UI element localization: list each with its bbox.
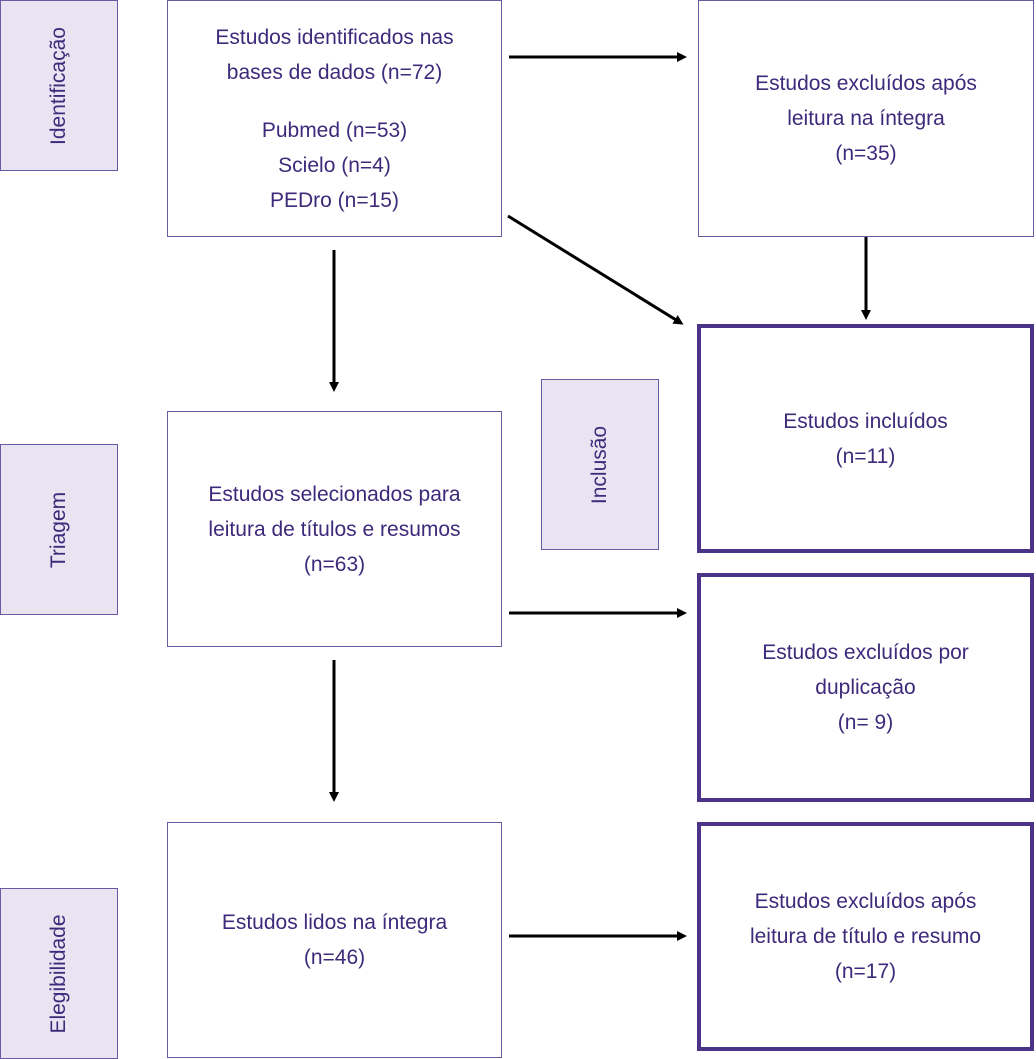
box-excluded-title-abstract-text: Estudos excluídos após leitura de título… [750,884,981,989]
stage-inclusao: Inclusão [541,379,659,550]
box-excluded-duplicates-line-1: Estudos excluídos por [762,641,969,664]
box-excluded-title-abstract-line-2: leitura de título e resumo [749,925,982,948]
box-included-line-1: Estudos incluídos [783,409,948,433]
box-included-line-2: (n=11) [835,444,896,468]
box-included-text: Estudos incluídos (n=11) [783,404,948,474]
source-scielo: Scielo (n=4) [278,153,391,177]
box-screened-text: Estudos selecionados para leitura de tít… [208,477,460,582]
box-excluded-title-abstract: Estudos excluídos após leitura de título… [697,822,1034,1051]
stage-identificacao: Identificação [0,0,118,171]
box-eligible-text: Estudos lidos na íntegra (n=46) [222,905,447,975]
box-excluded-title-abstract-line-3: (n=17) [834,960,897,983]
stage-triagem: Triagem [0,444,118,615]
box-screened-line-3: (n=63) [303,552,366,576]
box-excluded-duplicates: Estudos excluídos por duplicação (n= 9) [697,573,1034,802]
box-eligible-line-1: Estudos lidos na íntegra [221,911,448,934]
box-excluded-fulltext-line-3: (n=35) [835,142,897,165]
box-identified: Estudos identificados nas bases de dados… [167,0,502,237]
box-identified-line-1: Estudos identificados nas [215,25,454,49]
box-excluded-duplicates-line-2: duplicação [815,676,916,699]
source-pubmed: Pubmed (n=53) [261,118,408,142]
arrow-identified-to-included [507,214,684,325]
box-eligible-line-2: (n=46) [303,946,366,969]
box-excluded-fulltext: Estudos excluídos após leitura na íntegr… [698,0,1034,237]
box-excluded-fulltext-line-2: leitura na íntegra [787,107,945,130]
box-included: Estudos incluídos (n=11) [697,324,1034,553]
box-identified-line-2: bases de dados (n=72) [226,60,443,84]
source-pedro: PEDro (n=15) [270,188,399,212]
box-screened: Estudos selecionados para leitura de tít… [167,411,502,647]
box-excluded-title-abstract-line-1: Estudos excluídos após [754,890,977,913]
box-eligible: Estudos lidos na íntegra (n=46) [167,822,502,1058]
box-excluded-duplicates-line-3: (n= 9) [837,711,894,734]
box-screened-line-2: leitura de títulos e resumos [208,517,461,541]
box-screened-line-1: Estudos selecionados para [208,482,461,506]
box-excluded-fulltext-text: Estudos excluídos após leitura na íntegr… [755,66,977,171]
box-identified-text: Estudos identificados nas bases de dados… [215,20,453,218]
box-excluded-duplicates-text: Estudos excluídos por duplicação (n= 9) [762,635,969,740]
box-excluded-fulltext-line-1: Estudos excluídos após [755,72,977,95]
